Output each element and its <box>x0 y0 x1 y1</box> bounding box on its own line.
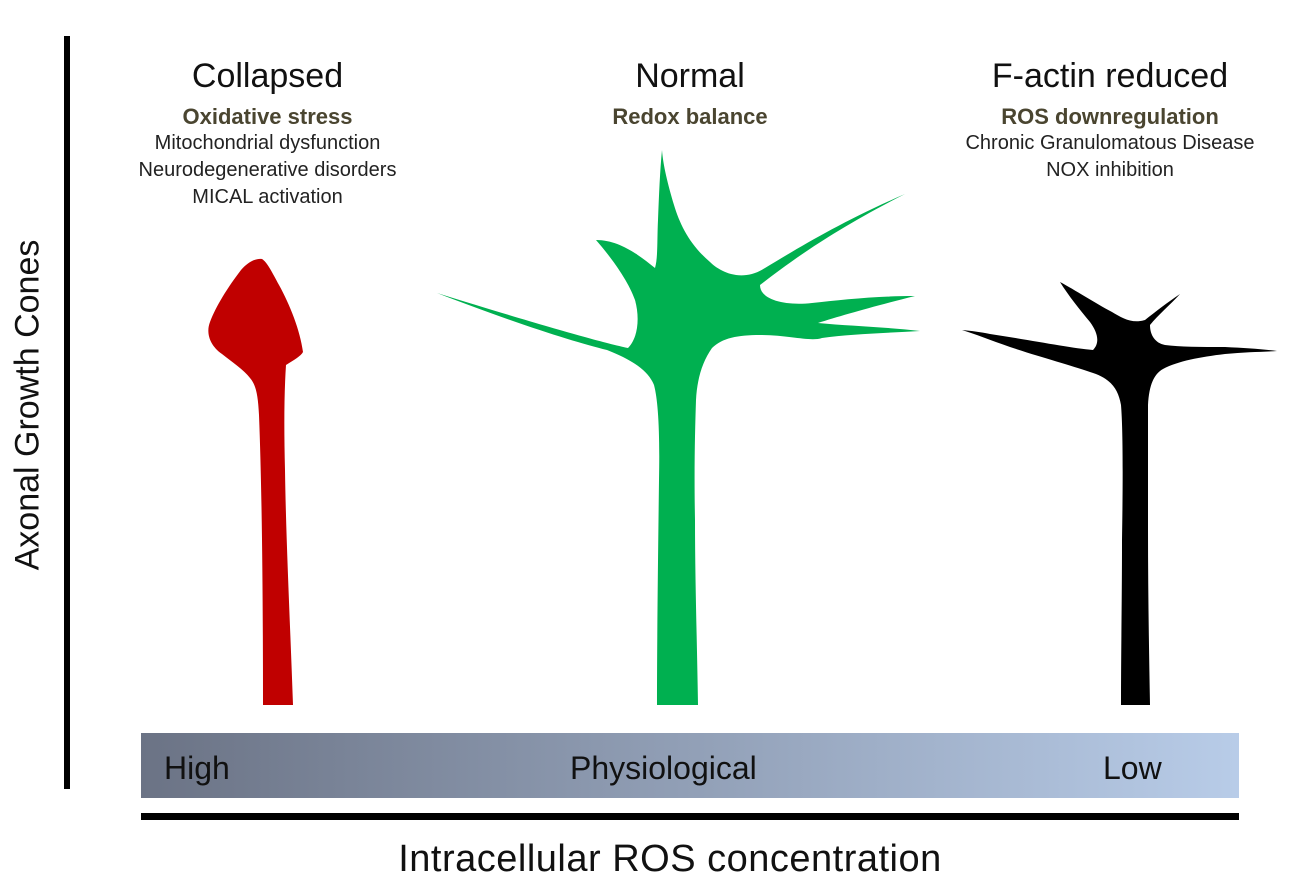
normal-subtitle: Redox balance <box>612 104 768 129</box>
reduced-line: NOX inhibition <box>1046 159 1174 181</box>
normal-growth-cone <box>437 150 920 705</box>
collapsed-line: MICAL activation <box>192 186 343 208</box>
reduced-line: Chronic Granulomatous Disease <box>965 132 1255 154</box>
column-normal: Normal Redox balance <box>555 56 825 130</box>
bar-label-low: Low <box>1103 750 1162 786</box>
collapsed-growth-cone <box>208 258 303 705</box>
column-collapsed: Collapsed Oxidative stress Mitochondrial… <box>115 56 420 211</box>
bar-label-high: High <box>164 750 230 786</box>
column-f-actin-reduced: F-actin reduced ROS downregulation Chron… <box>950 56 1270 184</box>
collapsed-subtitle: Oxidative stress <box>182 104 353 129</box>
x-axis-label: Intracellular ROS concentration <box>398 838 942 880</box>
y-axis-line <box>64 36 70 789</box>
reduced-title: F-actin reduced <box>991 57 1229 95</box>
f-actin-reduced-growth-cone <box>962 282 1277 705</box>
ros-gradient-bar <box>141 733 1239 798</box>
collapsed-line: Neurodegenerative disorders <box>138 159 397 181</box>
collapsed-title: Collapsed <box>191 57 344 95</box>
normal-title: Normal <box>635 57 745 95</box>
reduced-subtitle: ROS downregulation <box>1001 104 1219 129</box>
x-axis-line <box>141 813 1239 820</box>
bar-label-physiological: Physiological <box>570 750 757 786</box>
collapsed-line: Mitochondrial dysfunction <box>154 132 381 154</box>
